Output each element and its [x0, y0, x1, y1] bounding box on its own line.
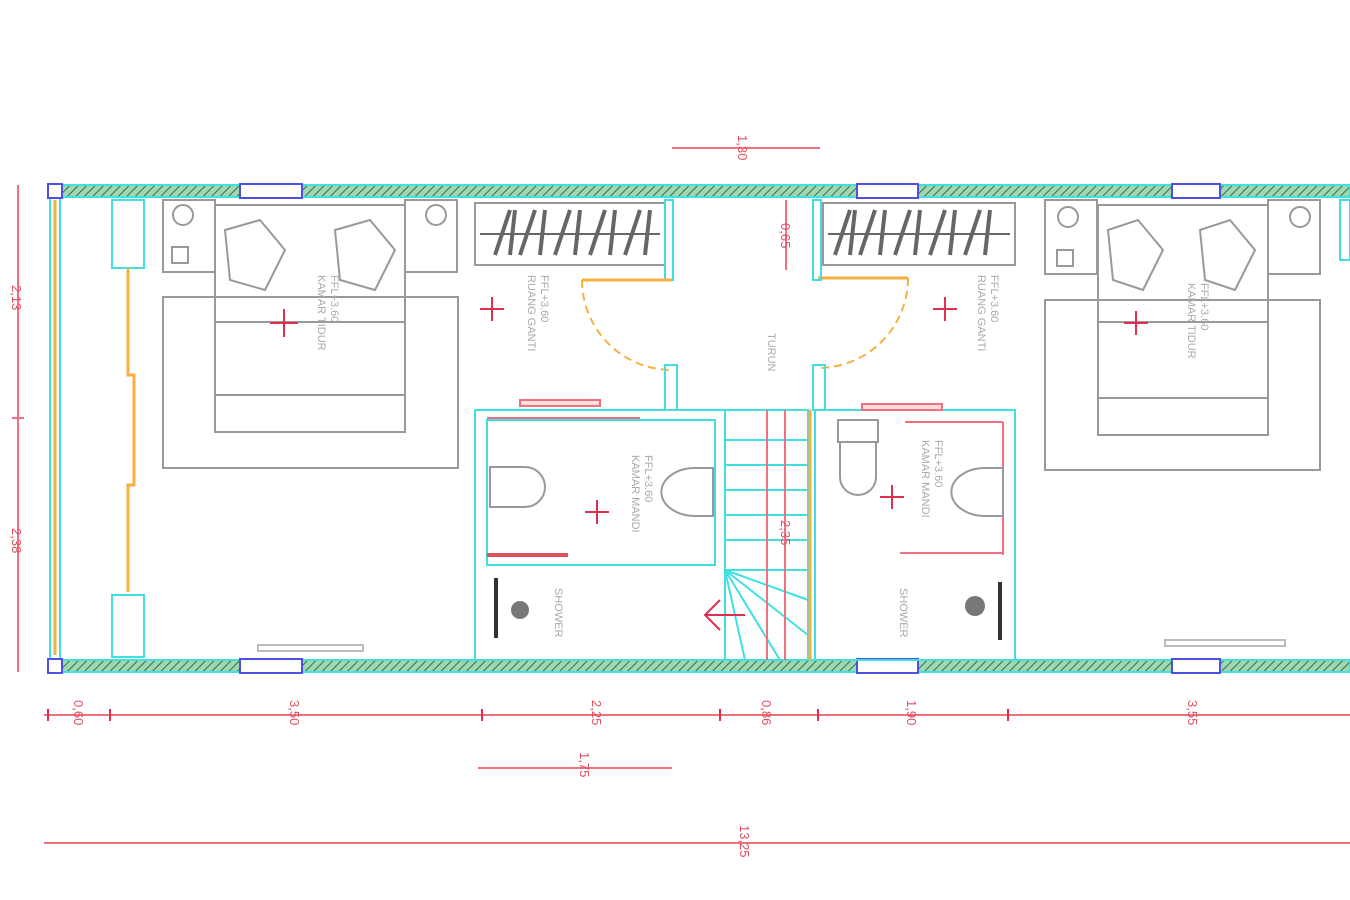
dim-corridor: 0,65 — [778, 223, 793, 248]
bedroom-right-name: KAMAR TIDUR — [1185, 283, 1197, 359]
shower-left-label: SHOWER — [552, 588, 564, 638]
doors — [581, 276, 909, 411]
bedroom-right-level: FFL+3.60 — [1198, 283, 1210, 330]
svg-text:KAMAR MANDIFFL+3.60: KAMAR MANDIFFL+3.60 — [629, 455, 654, 533]
svg-text:RUANG GANTIFFL+3.60: RUANG GANTIFFL+3.60 — [975, 275, 1000, 351]
dim-left-upper: 2,13 — [9, 285, 24, 310]
bath-right-name: KAMAR MANDI — [919, 440, 931, 518]
shower-right-label: SHOWER — [897, 588, 909, 638]
bedroom-right: KAMAR TIDURFFL+3.60 — [1044, 199, 1350, 647]
dimension-lines: 1,30 2,13 2,38 0,65 2,35 0,60 3,50 2,25 … — [9, 135, 1350, 858]
dim-bottom-1: 0,60 — [71, 700, 86, 725]
staircase — [703, 409, 812, 661]
bedroom-left: KAMAR TIDURFFL+3.60 — [111, 199, 459, 658]
dim-bottom-sub: 1,75 — [577, 752, 592, 777]
dim-stair: 2,35 — [778, 520, 793, 545]
svg-text:KAMAR TIDURFFL+3.60: KAMAR TIDURFFL+3.60 — [315, 275, 340, 351]
dim-bottom-3: 2,25 — [589, 700, 604, 725]
exterior-walls — [47, 183, 1350, 674]
svg-text:KAMAR MANDIFFL+3.60: KAMAR MANDIFFL+3.60 — [919, 440, 944, 518]
bath-right-level: FFL+3.60 — [932, 440, 944, 487]
svg-text:KAMAR TIDURFFL+3.60: KAMAR TIDURFFL+3.60 — [1185, 283, 1210, 359]
closet-right-name: RUANG GANTI — [975, 275, 987, 351]
bedroom-left-level: FFL+3.60 — [328, 275, 340, 322]
dim-bottom-5: 1,90 — [904, 700, 919, 725]
dim-left-lower: 2,38 — [9, 528, 24, 553]
dim-bottom-2: 3,50 — [287, 700, 302, 725]
dim-bottom-6: 3,55 — [1185, 700, 1200, 725]
dim-top: 1,30 — [735, 135, 750, 160]
bath-left-name: KAMAR MANDI — [629, 455, 641, 533]
svg-text:RUANG GANTIFFL+3.60: RUANG GANTIFFL+3.60 — [525, 275, 550, 351]
dim-bottom-4: 0,86 — [759, 700, 774, 725]
closet-left: RUANG GANTIFFL+3.60 — [474, 199, 674, 351]
closet-left-name: RUANG GANTI — [525, 275, 537, 351]
bathroom-left: KAMAR MANDIFFL+3.60 SHOWER — [474, 399, 726, 661]
closet-right: RUANG GANTIFFL+3.60 — [812, 199, 1016, 351]
bath-left-level: FFL+3.60 — [642, 455, 654, 502]
bathroom-right: KAMAR MANDIFFL+3.60 SHOWER — [814, 403, 1016, 661]
closet-right-level: FFL+3.60 — [988, 275, 1000, 322]
windows — [239, 183, 1221, 674]
stair-label: TURUN — [765, 333, 777, 372]
dim-total: 13,25 — [737, 825, 752, 858]
closet-left-level: FFL+3.60 — [538, 275, 550, 322]
bedroom-left-name: KAMAR TIDUR — [315, 275, 327, 351]
